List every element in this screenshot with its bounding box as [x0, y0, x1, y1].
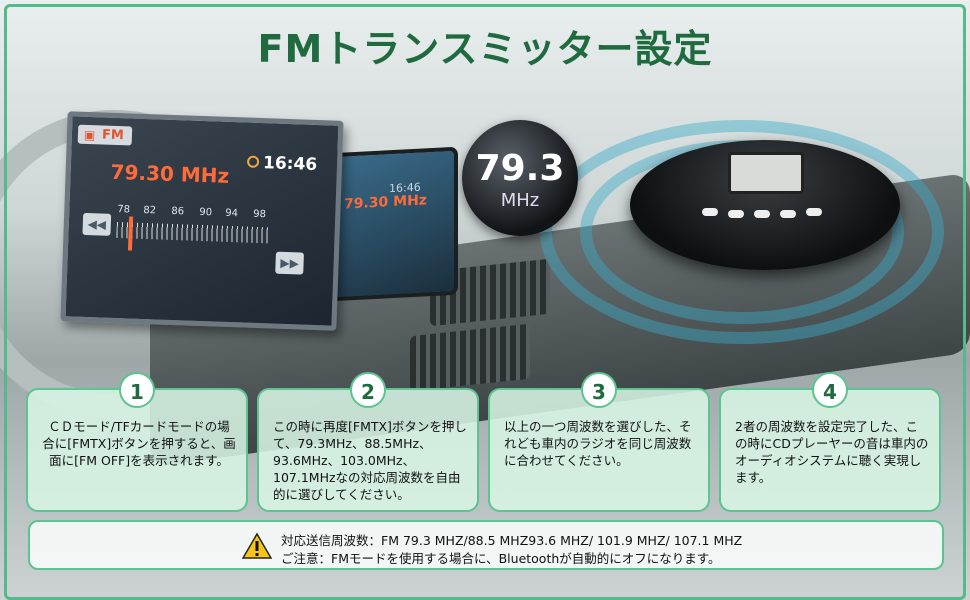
screen-frequency: 79.30 MHz: [110, 159, 230, 188]
step-card-4: 2者の周波数を設定完了した、この時にCDプレーヤーの音は車内のオーディオシステム…: [719, 388, 941, 512]
frequency-bubble: 79.3 MHz: [462, 120, 578, 236]
step-text: この時に再度[FMTX]ボタンを押して、79.3MHz、88.5MHz、93.6…: [273, 419, 467, 502]
screen-frequency: 79.30 MHz: [344, 192, 427, 213]
page-title: FMトランスミッター設定: [257, 27, 713, 71]
step-number-4: 4: [812, 372, 848, 408]
scale-label: 98: [253, 208, 267, 221]
scale-label: 86: [171, 205, 185, 218]
car-screen-secondary: 16:46 79.30 MHz: [330, 146, 458, 302]
bubble-frequency: 79.3: [475, 148, 565, 189]
step-card-1: ＣＤモード/TFカードモードの場合に[FMTX]ボタンを押すると、画面に[FM …: [26, 388, 248, 512]
notice-caution: ご注意：FMモードを使用する場合に、Bluetoothが自動的にオフになります。: [281, 551, 721, 566]
tuning-needle: [127, 216, 134, 251]
cd-player-button: [728, 210, 744, 218]
warning-icon: [242, 532, 272, 559]
fm-mode-tag: ▣ FM: [77, 124, 133, 146]
screen-clock: 16:46: [262, 153, 318, 175]
scale-label: 94: [225, 207, 239, 220]
bubble-unit: MHz: [500, 190, 540, 211]
car-radio-screen: ▣ FM 16:46 79.30 MHz 78 82 86 90 94 98 ◀…: [60, 111, 344, 331]
scale-label: 90: [199, 206, 213, 219]
radio-icon: ▣: [83, 127, 96, 143]
scale-label: 78: [117, 204, 131, 216]
cd-player-button: [754, 210, 770, 218]
cd-player-button: [702, 208, 718, 216]
cd-player-button: [780, 210, 796, 218]
step-number-1: 1: [119, 372, 155, 408]
step-text: 以上の一つ周波数を選びした、それども車内のラジオを同じ周波数に合わせてください。: [504, 419, 692, 468]
cd-player-display: [728, 152, 804, 194]
notice-frequencies: 対応送信周波数：FM 79.3 MHZ/88.5 MHZ93.6 MHZ/ 10…: [281, 533, 743, 548]
step-number-3: 3: [581, 372, 617, 408]
cd-player-button: [806, 208, 822, 216]
scale-label: 82: [143, 204, 157, 217]
prev-button[interactable]: ◀◀: [82, 212, 112, 236]
step-number-2: 2: [350, 372, 386, 408]
mode-label: FM: [101, 127, 125, 144]
notice-box: 対応送信周波数：FM 79.3 MHZ/88.5 MHZ93.6 MHZ/ 10…: [28, 520, 944, 570]
step-text: ＣＤモード/TFカードモードの場合に[FMTX]ボタンを押すると、画面に[FM …: [42, 419, 236, 468]
step-text: 2者の周波数を設定完了した、この時にCDプレーヤーの音は車内のオーディオシステム…: [735, 419, 929, 485]
next-button[interactable]: ▶▶: [275, 251, 304, 275]
clock-icon: [246, 155, 260, 168]
